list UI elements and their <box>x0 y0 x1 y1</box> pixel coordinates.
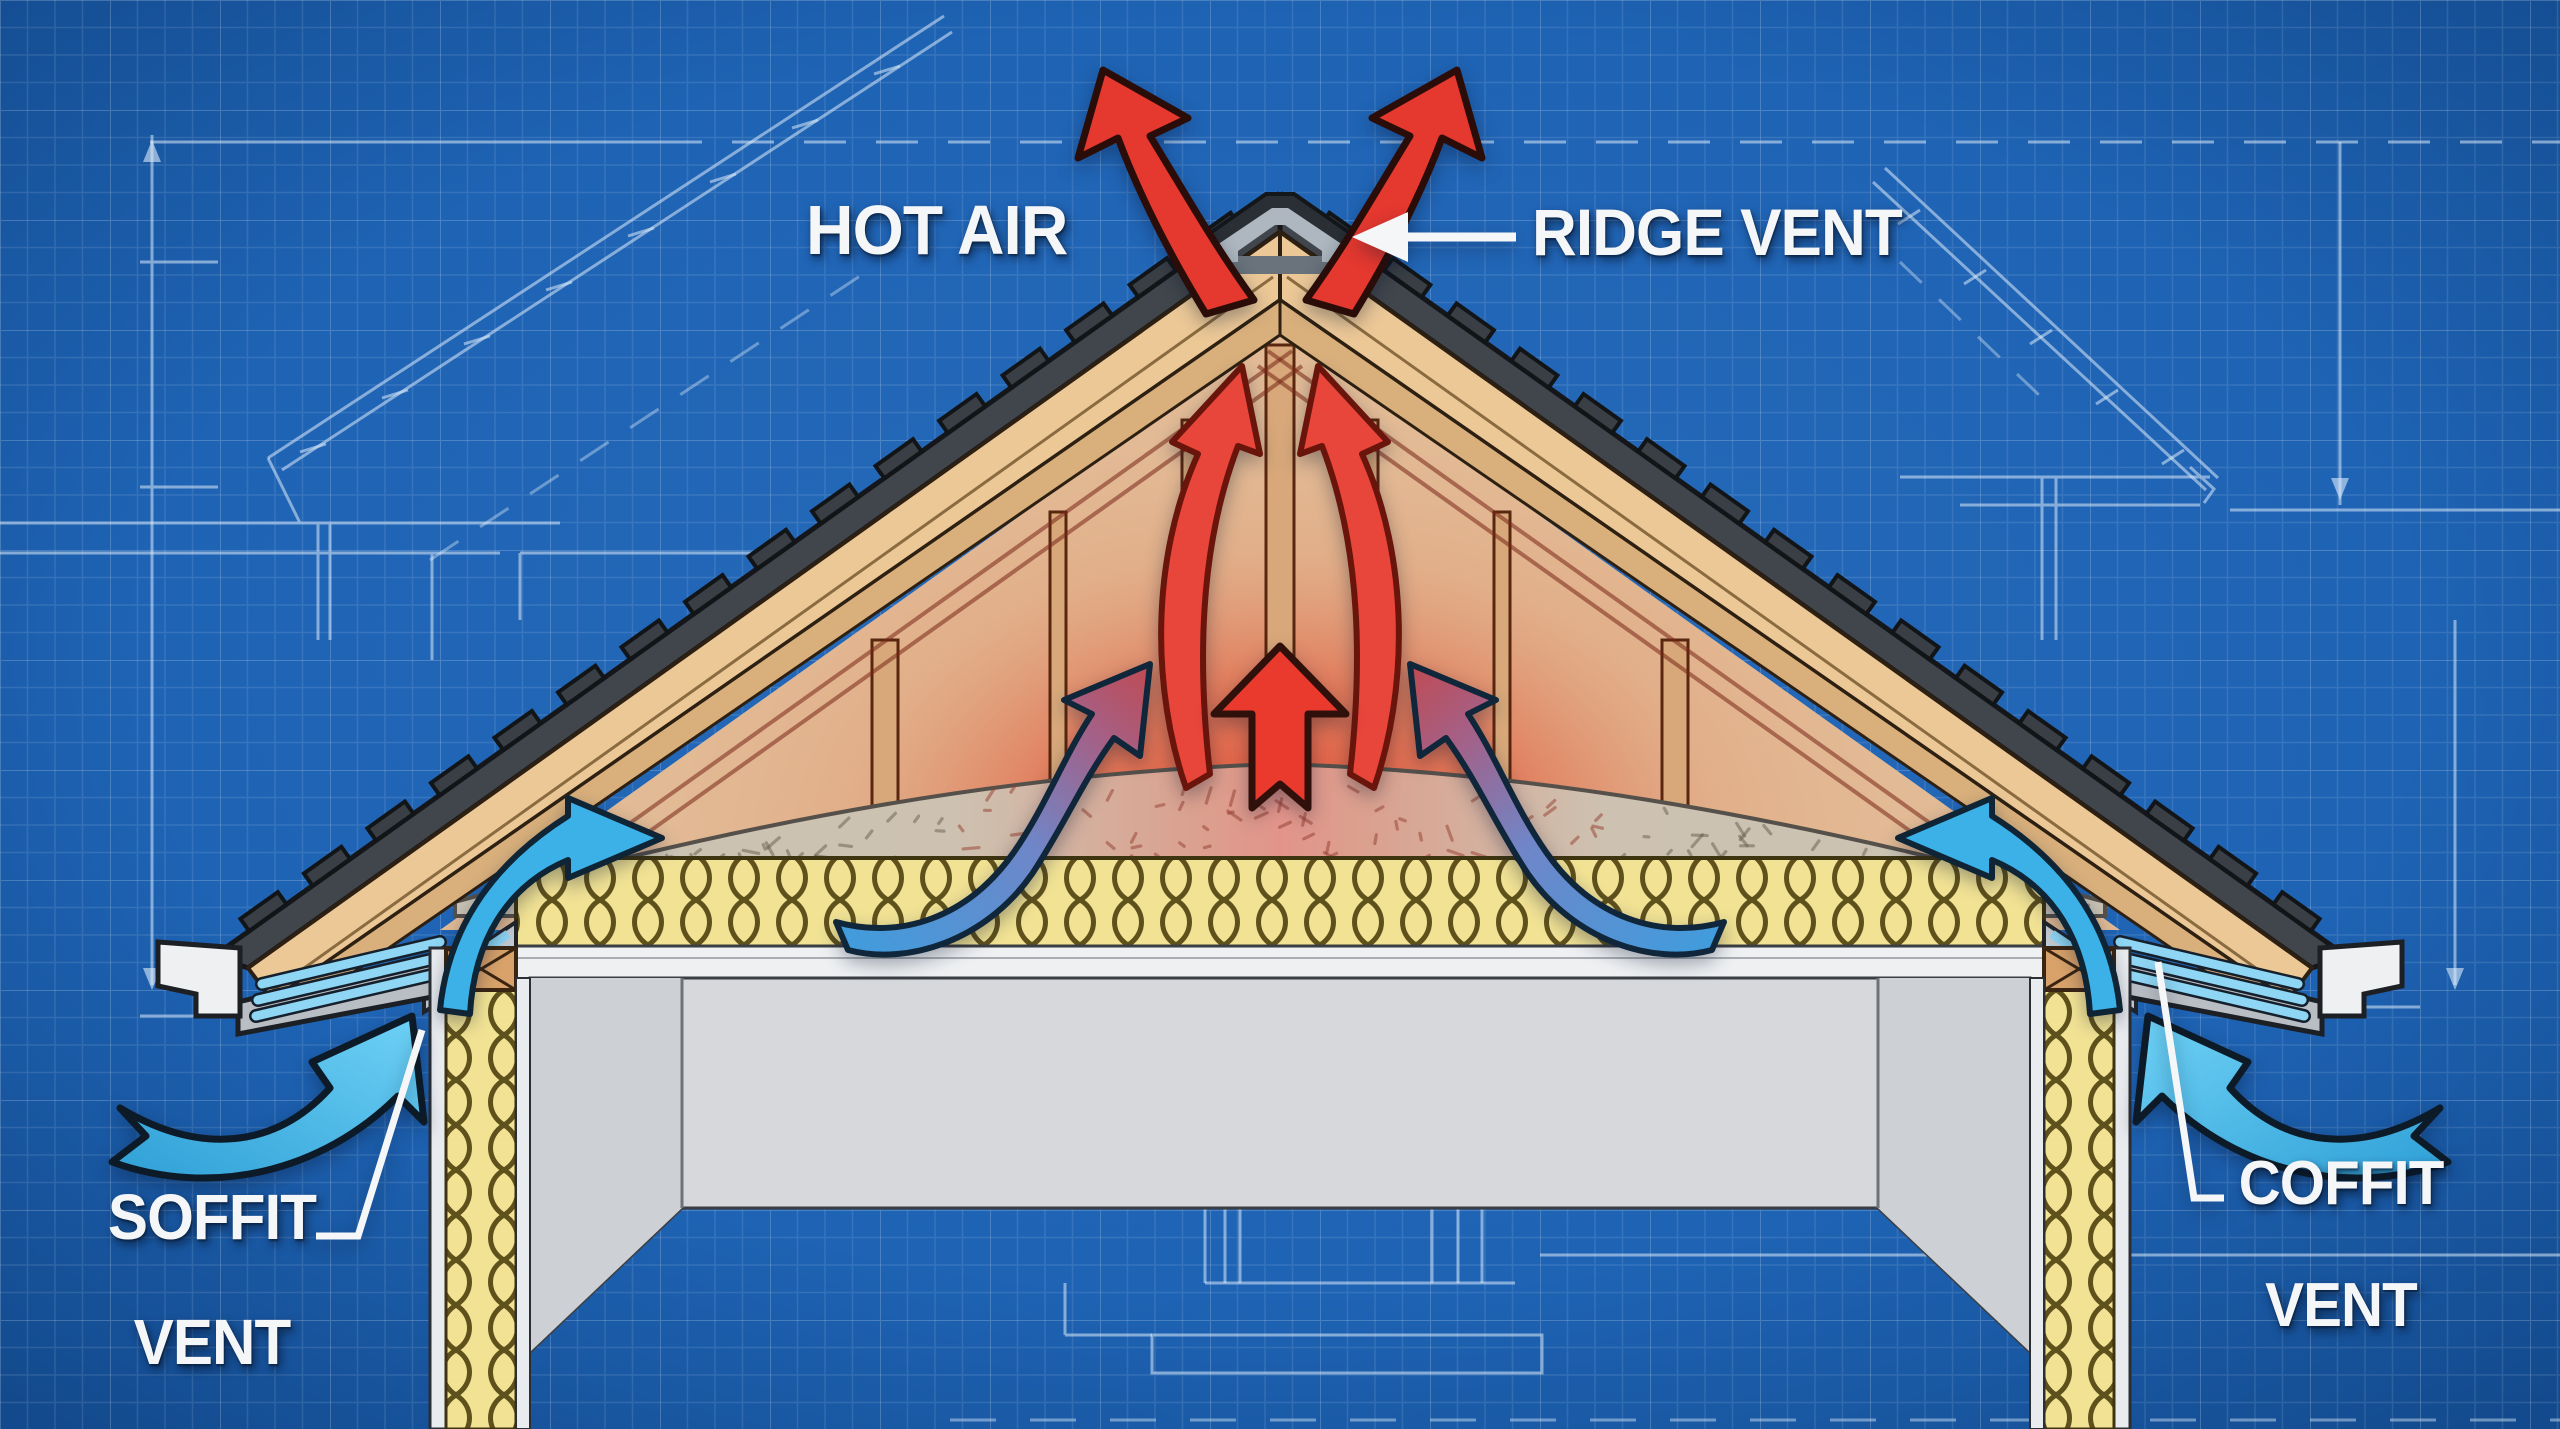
label-soffit-line1: SOFFIT <box>107 1181 317 1253</box>
coffit-leader-line <box>2154 961 2224 1202</box>
wall-sheathing-outer <box>428 946 448 1429</box>
wall-left <box>428 946 531 1429</box>
soffit-vent-slats <box>249 935 447 1023</box>
ceiling-batt-insulation <box>514 856 2046 950</box>
attic-updraft-arrow <box>1158 363 1263 791</box>
label-soffit-vent: SOFFIT VENT <box>62 1185 363 1374</box>
ceiling-drywall <box>514 944 2046 982</box>
ridge-vent-pointer-arrow <box>1352 212 1516 262</box>
blueprint-sketch-lines <box>0 14 2560 1422</box>
ridge-vent-cap <box>1198 192 1362 274</box>
label-coffit-line1: COFFIT <box>2238 1149 2445 1218</box>
label-soffit-line2: VENT <box>133 1306 292 1379</box>
wall-batt-insulation <box>444 986 518 1429</box>
cool-air-entry-arrow <box>437 795 665 1017</box>
soffit-leader-line <box>316 1028 426 1240</box>
label-coffit-vent: COFFIT VENT <box>2195 1153 2486 1337</box>
annotation-lines <box>316 212 2224 1240</box>
label-ridge-vent: RIDGE VENT <box>1532 195 1903 269</box>
airflow-transition-arrow <box>833 661 1153 958</box>
attic-purlin-lines <box>530 349 2030 910</box>
shingle-steps <box>237 210 1243 934</box>
label-coffit-line2: VENT <box>2265 1270 2418 1340</box>
roof-structure-left <box>208 191 1283 1018</box>
hot-air-exit-arrow <box>1074 66 1258 318</box>
hot-air-rise-arrow-center <box>1210 642 1350 812</box>
label-hot-air: HOT AIR <box>806 191 1068 269</box>
room-interior <box>528 976 2032 1356</box>
wall-drywall-inner <box>515 977 531 1429</box>
gutter-fascia <box>155 939 243 1019</box>
